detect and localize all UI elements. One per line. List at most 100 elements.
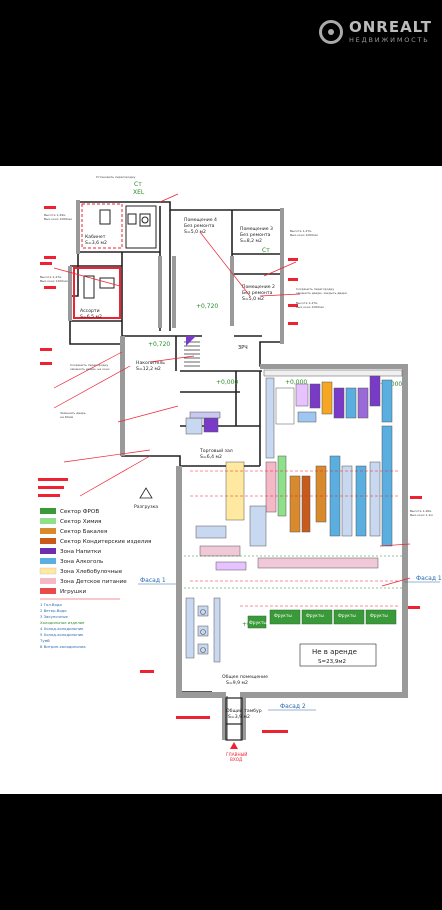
fruit-counters [247,609,397,629]
legend-swatch-9 [40,588,56,594]
room-hall-area: S=6,4 м2 [200,454,222,460]
legend: Сектор ФРОВ Сектор Химия Сектор Бакалея … [39,508,151,595]
room-hall-name: Торговый зал [199,447,233,454]
room-vestibule-name: Общий тамбур [226,707,262,714]
svg-text:Заменить дверь: Заменить дверь [60,411,86,415]
room-common-area: S=9,9 м2 [226,680,248,686]
toilet-room [81,203,157,249]
fruit-label-2: Фрукты [306,613,324,619]
svg-text:Вых.окно 1000мм: Вых.окно 1000мм [44,217,72,221]
room4-note: Без ремонта [184,223,215,229]
logo-tagline: НЕДВИЖИМОСТЬ [348,36,430,45]
legend-label-1: Сектор ФРОВ [60,509,99,515]
facade-2: Фасад 2 [280,703,306,710]
legend-swatch-5 [40,548,56,554]
fruit-label-4: Фрукты [370,613,388,619]
legend-label-4: Сектор Кондитерские изделия [60,539,151,545]
svg-text:Вых.окно 1000мм: Вых.окно 1000мм [296,305,324,309]
wc-label-1: Ст [134,181,142,188]
legend-swatch-8 [40,578,56,584]
fruit-label-1: Фрукты [274,613,292,619]
svg-text:Высота 1,46м: Высота 1,46м [410,509,431,513]
logo-brand: ONREALT [348,18,432,37]
zone-zrch: ЗРЧ [238,345,248,351]
room-common-name: Общее помещение [222,674,268,680]
legend-swatch-6 [40,558,56,564]
room-kabinet-name: Кабинет [85,234,106,240]
legend-label-6: Зона Алкоголь [60,559,103,565]
not-rented-box [299,643,377,667]
office-highlight [73,267,121,319]
legend-swatch-4 [40,538,56,544]
wc-label-3: Ст [262,247,270,254]
location-pin-icon [318,20,343,44]
room3-note: Без ремонта [240,232,271,238]
legend2-item-4: Холодильное изделие [40,620,85,625]
legend-2: 1 Гол.Водо 2 Ветер.Водо 3 Закупочные Хол… [39,598,120,649]
floor-plan-drawing: Кабинет S=3,6 м2 Помещение 4 Без ремонта… [38,175,442,762]
wc-label-2: XEL [133,189,145,196]
room-vestibule-area: S=3,9 м2 [228,714,250,720]
not-rented-area: S=23,9м2 [318,659,346,665]
svg-text:Сохранить перегородку: Сохранить перегородку [296,287,334,291]
room-storage-name: Накопитель [136,360,165,366]
sink-icon [139,213,151,227]
not-rented-title: Не в аренде [312,648,357,656]
onrealt-logo: ONREALT НЕДВИЖИМОСТЬ [318,18,432,45]
svg-text:заменить двери, закрыть двери: заменить двери, закрыть двери [296,291,347,295]
legend-swatch-3 [40,528,56,534]
room-office-name: Ассорти [80,308,100,314]
gondolas [185,411,393,571]
legend-label-9: Игрушки [60,589,86,595]
room4-area: S=5,0 м2 [184,229,206,235]
facade-1-right: Фасад 1 [416,575,442,582]
bottom-black-band [0,794,442,910]
svg-text:Высота 1,47м: Высота 1,47м [40,275,61,279]
legend-label-2: Сектор Химия [60,519,101,525]
svg-text:Вых.окно 1200мм: Вых.окно 1200мм [40,279,68,283]
legend2-item-3: 3 Закупочные [40,614,68,619]
level-marker-1: +0,720 [196,303,218,310]
svg-text:Высота 1,47м: Высота 1,47м [290,229,311,233]
svg-text:Установить перегородку: Установить перегородку [96,175,136,179]
level-marker-4: +0,000 [285,379,307,386]
legend-label-7: Зона Хлебобулочные [60,569,123,575]
legend2-item-1: 1 Гол.Водо [40,602,62,607]
thick-walls [68,200,408,740]
svg-text:Сохранить перегородку: Сохранить перегородку [70,363,108,367]
legend-swatch-7 [39,567,57,575]
room-labels: Кабинет S=3,6 м2 Помещение 4 Без ремонта… [80,217,275,720]
room3-area: S=8,2 м2 [240,238,262,244]
room3-name: Помещение 3 [240,226,273,232]
room2-note: Без ремонта [242,290,273,296]
legend2-item-5: 4 Холод.холодильник [40,626,84,631]
room4-name: Помещение 4 [184,217,217,223]
legend-swatch-1 [40,508,56,514]
legend-label-5: Зона Напитки [60,549,101,555]
level-marker-3: +0,000 [216,379,238,386]
room2-area: S=5,0 м2 [242,296,264,302]
svg-text:Высота 1,47м: Высота 1,47м [296,301,317,305]
checkouts [185,597,221,663]
legend-label-3: Сектор Бакалея [60,529,107,535]
legend2-item-6: 5 Холод.холодильник [40,632,84,637]
legend-label-8: Зона Детское питание [60,579,127,585]
svg-text:Вых.окно 1000мм: Вых.окно 1000мм [290,233,318,237]
room-kabinet-area: S=3,6 м2 [85,240,107,246]
entrance-label-1: ГЛАВНЫЙ [226,752,247,757]
legend2-item-8: 8 Витрин.холодильник [40,644,87,649]
floor-plan: Кабинет S=3,6 м2 Помещение 4 Без ремонта… [0,166,442,794]
legend2-item-7: Тумб [39,638,50,643]
unload-triangle-icon [139,487,153,499]
room-office-area: S=6,5 м2 [80,314,102,320]
entrance-arrow-icon [230,742,238,749]
svg-text:Вых.окно 1,1м: Вых.окно 1,1м [410,513,433,517]
fruit-label-5: Фрукты [249,620,267,626]
legend-swatch-2 [40,518,56,524]
toilet-icon [127,213,137,225]
entrance-label-2: ВХОД [230,757,243,762]
svg-text:Высота 1,49м: Высота 1,49м [44,213,65,217]
vestibule-area [225,697,243,741]
svg-text:заменить двери, на окно: заменить двери, на окно [70,367,110,371]
level-marker-2: +0,720 [148,341,170,348]
